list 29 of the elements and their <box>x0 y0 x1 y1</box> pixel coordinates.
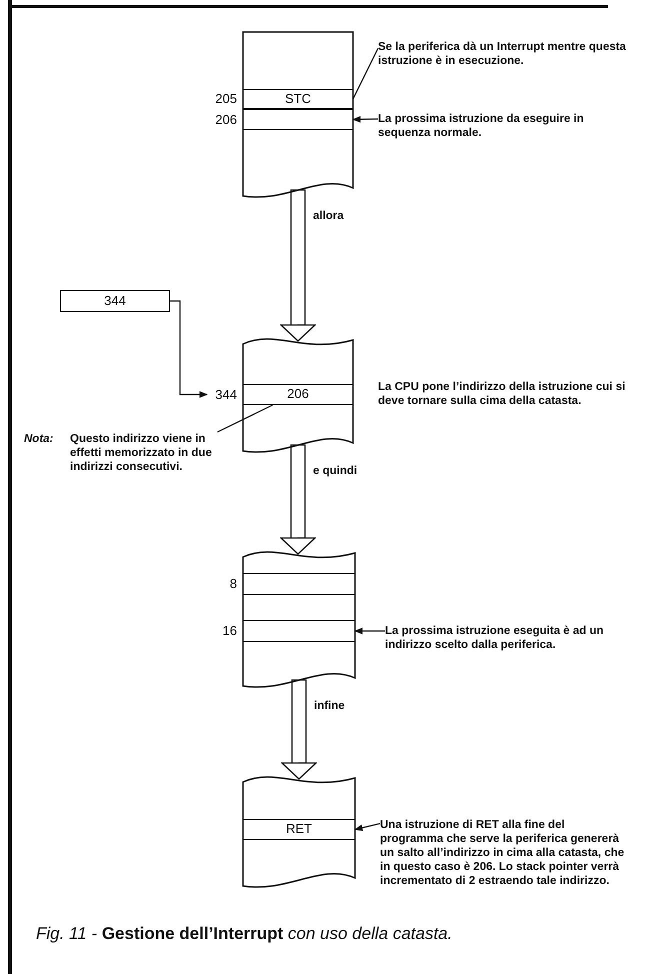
annotation-text: La prossima istruzione da eseguire in sequenza normale. <box>378 112 633 140</box>
note-label: Nota: <box>24 432 54 446</box>
annotation-text: Questo indirizzo viene in effetti memorizzato in due indirizzi consecutivi. <box>70 432 213 474</box>
annotation-text: La prossima istruzione eseguita è ad un indirizzo scelto dalla periferica. <box>385 624 625 652</box>
edge-label: infine <box>314 700 345 712</box>
annotation-text: Una istruzione di RET alla fine del programma che serve la periferica genererà un salto all’indirizzo in cima alla catasta, che in questo caso è 206. Lo stack pointer verrà incrementato di 2 estraendo tale indirizzo. <box>380 818 630 888</box>
leader-line <box>352 48 379 100</box>
register-box: 344 <box>60 290 170 312</box>
hollow-arrow <box>280 189 316 342</box>
arrow <box>354 823 380 832</box>
annotation-text: La CPU pone l’indirizzo della istruzione cui si deve tornare sulla cima della catasta. <box>378 380 626 408</box>
leader-line <box>217 404 273 433</box>
hollow-arrow <box>280 444 316 555</box>
edge-label: e quindi <box>313 465 358 477</box>
memory-cell: 206 <box>243 384 353 405</box>
annotation-text: Se la periferica dà un Interrupt mentre questa istruzione è in esecuzione. <box>378 40 633 68</box>
hollow-arrow <box>281 679 317 780</box>
address-label: 206 <box>214 111 237 129</box>
address-label: 344 <box>214 386 237 404</box>
arrow <box>170 300 208 398</box>
arrow <box>352 116 378 123</box>
address-label: 16 <box>222 622 237 640</box>
edge-label: allora <box>313 210 344 222</box>
arrow <box>354 628 385 634</box>
figure-caption: Fig. 11 - Gestione dell’Interrupt con uso della catasta. <box>36 924 452 944</box>
address-label: 8 <box>228 575 237 593</box>
memory-cell: RET <box>243 819 355 840</box>
address-label: 205 <box>214 90 237 108</box>
memory-cell: STC <box>243 89 353 109</box>
